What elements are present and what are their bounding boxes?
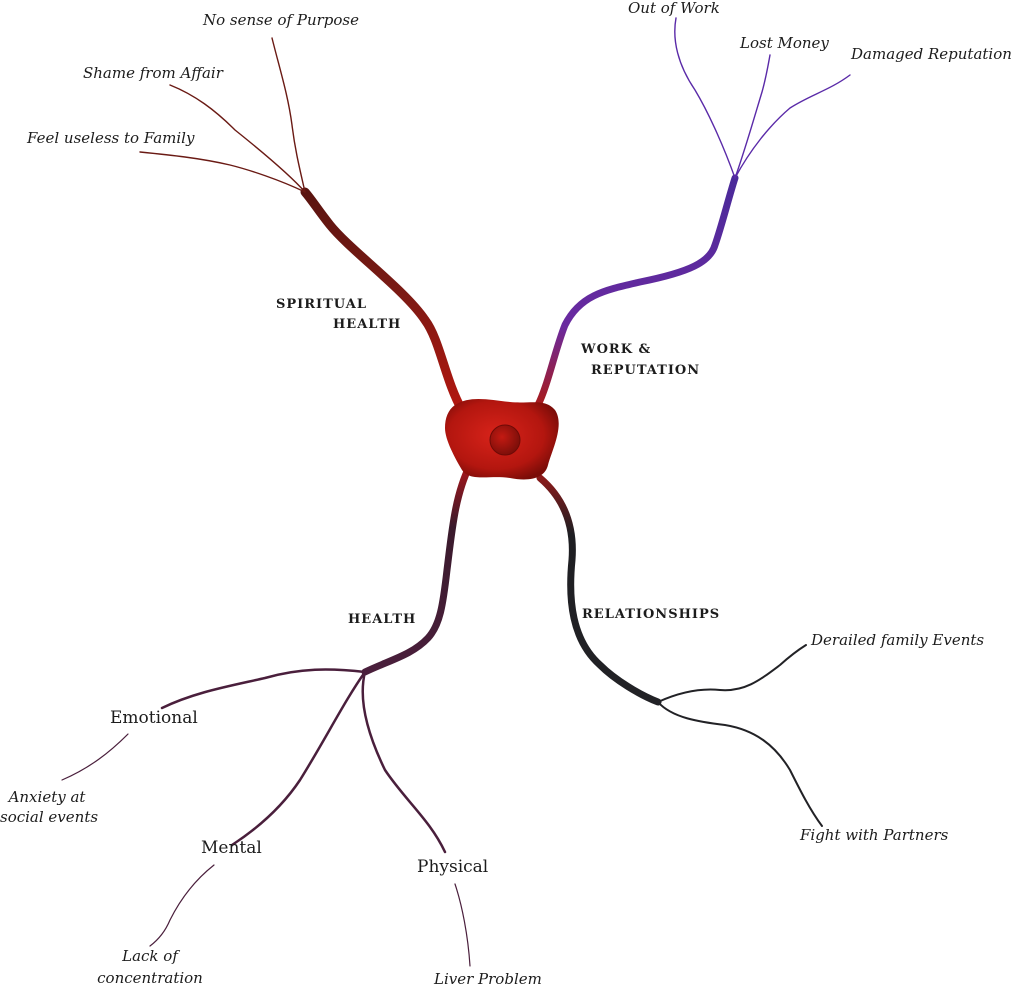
branch-health	[61, 461, 474, 967]
leaf-lack-of-concentration-line2: concentration	[97, 969, 203, 987]
sub-branch-emotional: Emotional	[110, 708, 198, 728]
branch-relationships	[536, 474, 823, 827]
leaf-derailed-family-events: Derailed family Events	[811, 631, 985, 649]
sub-branch-physical: Physical	[417, 857, 489, 877]
leaf-fight-with-partners: Fight with Partners	[800, 826, 949, 844]
branch-label-relationships: RELATIONSHIPS	[582, 607, 721, 622]
leaf-out-of-work: Out of Work	[628, 0, 720, 17]
branch-label-work-line1: WORK &	[581, 342, 652, 357]
leaf-lost-money: Lost Money	[740, 34, 829, 52]
branch-label-spiritual-line2: HEALTH	[333, 317, 402, 332]
leaf-lack-of-concentration-line1: Lack of	[122, 947, 178, 965]
sub-branch-mental: Mental	[201, 838, 262, 858]
cell-nucleus	[489, 424, 521, 456]
branch-spiritual	[139, 37, 467, 415]
leaf-feel-useless-to-family: Feel useless to Family	[27, 129, 195, 147]
leaf-damaged-reputation: Damaged Reputation	[851, 45, 1012, 63]
branch-label-spiritual-line1: SPIRITUAL	[276, 297, 367, 312]
branch-label-work-line2: REPUTATION	[591, 363, 701, 378]
leaf-liver-problem: Liver Problem	[434, 970, 542, 988]
leaf-anxiety-line1: Anxiety at	[8, 788, 86, 806]
branch-label-health: HEALTH	[348, 612, 417, 627]
leaf-no-sense-of-purpose: No sense of Purpose	[203, 11, 359, 29]
branch-work	[534, 17, 851, 409]
leaf-anxiety-line2: social events	[0, 808, 99, 826]
leaf-shame-from-affair: Shame from Affair	[83, 64, 223, 82]
neuron-cell-body	[445, 398, 559, 480]
